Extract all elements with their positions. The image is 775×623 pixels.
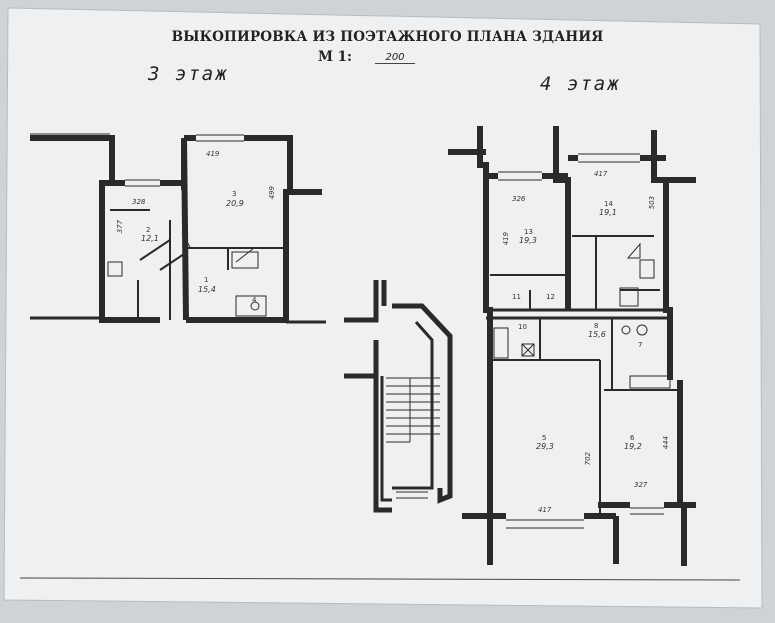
floor4-stove-right <box>639 259 655 279</box>
floor4-room-number: 5 <box>542 434 547 442</box>
floor4-corner-mark <box>626 242 641 259</box>
stairwell-inner <box>380 321 434 502</box>
floor3-stove <box>107 261 123 277</box>
floor4-dim-bottom-right: 327 <box>634 481 648 489</box>
floor3-room-area: 20,9 <box>226 199 244 208</box>
floor4-dim-bottom-mid: 417 <box>538 506 552 514</box>
floor4-room-number: 8 <box>594 322 599 330</box>
floor3-plan <box>30 133 326 324</box>
stairwell-walls <box>344 280 453 513</box>
floor3-toilet <box>250 301 260 311</box>
floor4-room-number: 7 <box>638 341 643 349</box>
stairwell-plan <box>344 280 453 513</box>
stair-steps <box>386 377 440 443</box>
floor4-room-number: 10 <box>518 323 527 331</box>
floor4-bathtub-right <box>629 375 671 389</box>
floor3-dim-top-right: 419 <box>206 150 220 158</box>
floor3-door-mark <box>181 232 255 263</box>
floor3-room-area: 15,4 <box>198 285 216 294</box>
floor4-sink-right <box>619 287 639 307</box>
floor4-partitions <box>490 235 680 516</box>
scale-value: 200 <box>375 52 415 64</box>
floor4-shaft-x <box>521 343 535 357</box>
floor4-room-area: 15,6 <box>588 330 606 339</box>
floor4-room-number: 12 <box>546 293 555 301</box>
floor3-windows <box>125 134 244 187</box>
paper-sheet <box>3 7 763 609</box>
floor3-bath-fixture <box>235 295 267 317</box>
floor3-bottom-ext <box>30 316 326 324</box>
stairwell-door <box>396 491 428 499</box>
floor4-shaft <box>521 343 535 357</box>
floor4-outer-walls <box>477 126 683 515</box>
floor4-dim-side-far: 444 <box>662 436 670 450</box>
floor4-plan <box>448 126 696 566</box>
scale-label: М 1: <box>318 49 353 65</box>
floor3-bathtub <box>231 251 259 269</box>
floor4-room-number: 6 <box>630 434 635 442</box>
floor4-bathtub-left <box>493 327 509 359</box>
floor3-dim-top-left: 328 <box>132 198 146 206</box>
floor4-top-walls <box>448 149 696 183</box>
floor3-room-number: 2 <box>146 226 151 234</box>
floor4-windows <box>498 153 664 529</box>
floor4-room-area: 19,3 <box>519 236 537 245</box>
floor4-room-area: 19,2 <box>624 442 642 451</box>
floor4-dim-top-mid: 326 <box>512 195 526 203</box>
floor3-dim-side-right: 499 <box>268 186 276 200</box>
floor4-room-number: 14 <box>604 200 613 208</box>
floor4-dim-side-big: 702 <box>584 452 592 466</box>
floor3-room-area: 12,1 <box>141 234 159 243</box>
floor3-dim-side-left: 377 <box>116 220 124 234</box>
floor4-sink-small <box>621 325 631 335</box>
document-title: ВЫКОПИРОВКА ИЗ ПОЭТАЖНОГО ПЛАНА ЗДАНИЯ <box>171 29 604 45</box>
floor4-dim-top-right: 417 <box>594 170 608 178</box>
floor3-partitions <box>110 209 286 320</box>
floor3-room-number: 3 <box>232 190 237 198</box>
floor4-room-number: 13 <box>524 228 533 236</box>
floor4-mid-wall <box>486 308 670 320</box>
sheet-baseline <box>19 577 741 581</box>
floor4-room-number: 11 <box>512 293 521 301</box>
floor4-dim-side-mid: 419 <box>502 232 510 246</box>
floor4-toilet <box>636 324 648 336</box>
floor3-label: 3 этаж <box>148 63 229 85</box>
floor3-room-number: 4 <box>252 296 257 304</box>
floor4-dim-side-right: 503 <box>648 196 656 210</box>
floor4-label: 4 этаж <box>540 73 621 95</box>
floor3-room-number: 1 <box>204 276 209 284</box>
floor3-top-walls <box>112 135 322 195</box>
floor4-room-area: 29,3 <box>536 442 554 451</box>
floor4-room-area: 19,1 <box>599 208 617 217</box>
